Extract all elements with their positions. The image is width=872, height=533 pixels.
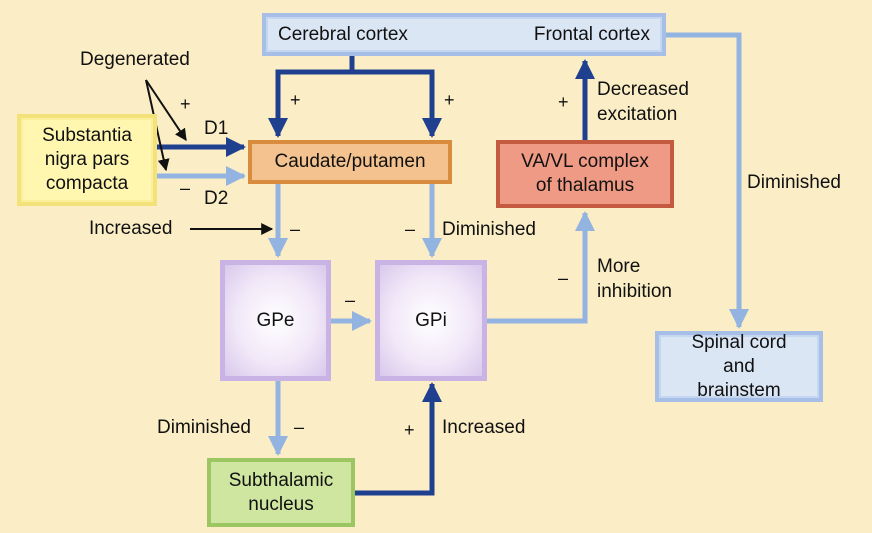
subthalamic-box: Subthalamic nucleus: [207, 458, 355, 527]
diminished-spinal-label: Diminished: [747, 172, 841, 193]
cortex-box: Cerebral cortex Frontal cortex: [262, 13, 666, 56]
substantia-nigra-box: Substantia nigra pars compacta: [17, 114, 157, 206]
gpi-box: GPi: [375, 260, 487, 381]
plus-sign-cortex-right: +: [444, 90, 455, 110]
cerebral-cortex-label: Cerebral cortex: [278, 23, 408, 45]
cortex-to-putamen-arrow: [352, 69, 442, 138]
increased-stn-label: Increased: [442, 417, 526, 438]
minus-sign-caudate-gpi: –: [405, 219, 416, 239]
stn-to-gpi-arrow: [355, 382, 442, 496]
gpi-label: GPi: [415, 309, 447, 331]
plus-sign-stn-gpi: +: [404, 420, 415, 440]
d1-label: D1: [204, 118, 229, 139]
more-inhibition-label: More inhibition: [597, 256, 672, 302]
d2-label: D2: [204, 188, 229, 209]
plus-sign-degenerated: +: [180, 94, 191, 114]
minus-sign-gpe-stn: –: [294, 417, 305, 437]
gpe-label: GPe: [256, 309, 295, 331]
caudate-putamen-box: Caudate/putamen: [248, 140, 452, 184]
minus-sign-gpi-thalamus: –: [558, 268, 569, 288]
minus-sign-caudate-gpe: –: [290, 219, 301, 239]
thalamus-box: VA/VL complex of thalamus: [496, 140, 674, 208]
spinal-cord-box: Spinal cord and brainstem: [655, 331, 823, 402]
degenerated-pointer-d1: [145, 79, 187, 141]
caudate-putamen-label: Caudate/putamen: [274, 151, 426, 172]
diminished-gpi-label: Diminished: [442, 219, 536, 240]
plus-sign-cortex-left: +: [290, 90, 301, 110]
minus-sign-d2: –: [180, 178, 191, 198]
substantia-nigra-label: Substantia nigra pars compacta: [42, 125, 132, 194]
spinal-cord-label: Spinal cord and brainstem: [691, 331, 787, 401]
minus-sign-gpe-gpi: –: [345, 290, 356, 310]
thalamus-label: VA/VL complex of thalamus: [521, 151, 649, 196]
frontal-to-spinal-arrow: [664, 32, 749, 329]
increased-input-label: Increased: [89, 218, 173, 239]
cortex-to-caudate-arrow: [268, 56, 355, 138]
diminished-stn-label: Diminished: [157, 417, 251, 438]
frontal-cortex-label: Frontal cortex: [533, 23, 650, 45]
degenerated-label: Degenerated: [80, 49, 190, 70]
gpi-to-thalamus-arrow: [487, 211, 595, 324]
plus-sign-thalamus-frontal: +: [558, 92, 569, 112]
gpe-box: GPe: [220, 260, 331, 381]
subthalamic-label: Subthalamic nucleus: [228, 469, 334, 515]
decreased-excitation-label: Decreased excitation: [597, 79, 689, 125]
